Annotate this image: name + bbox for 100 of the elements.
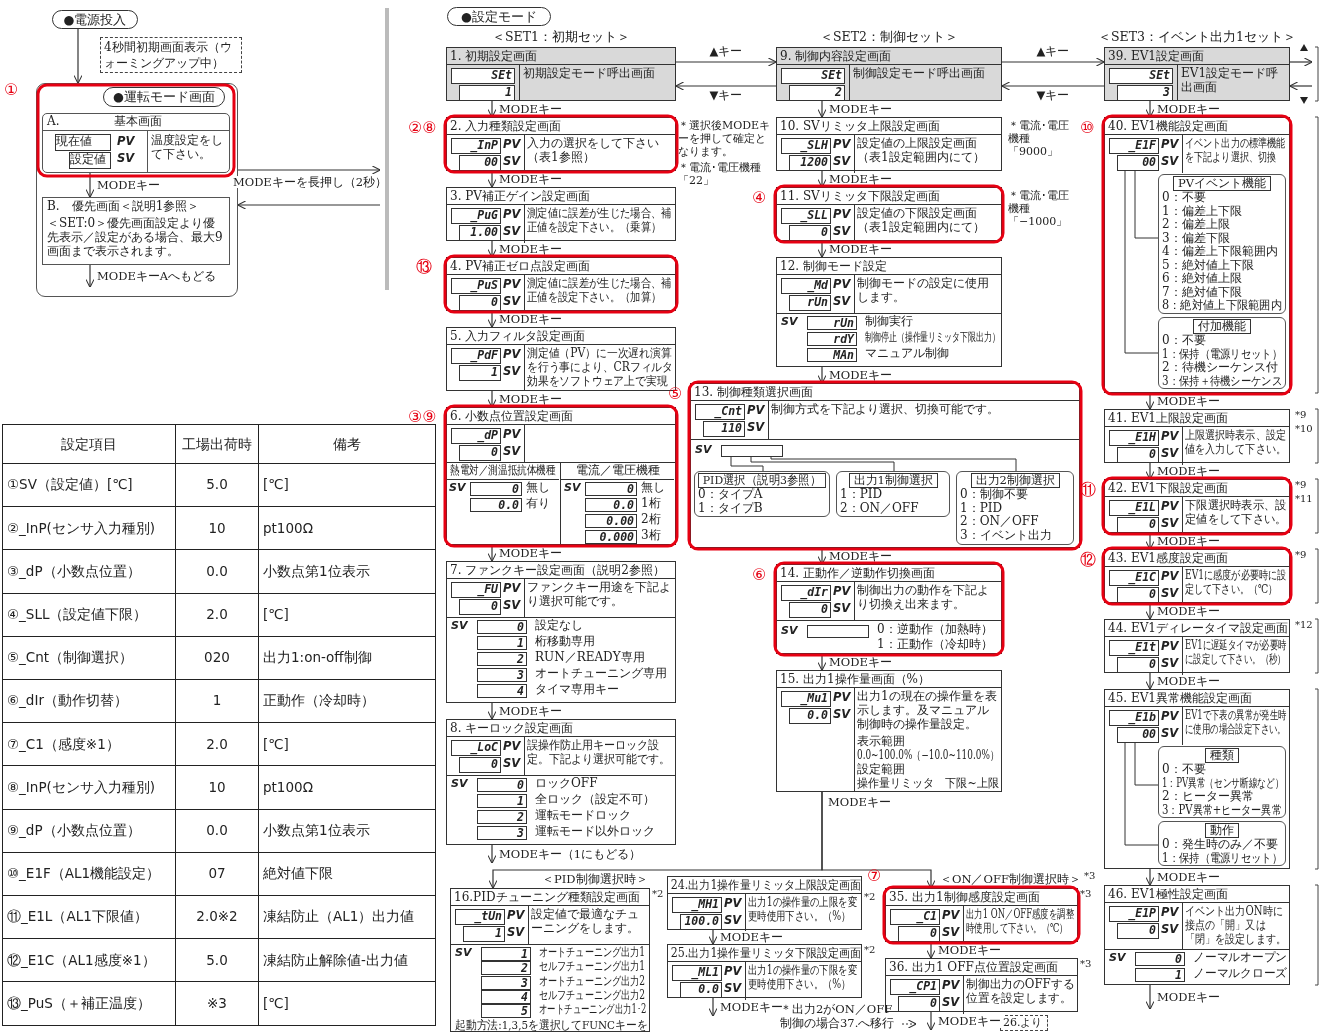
side-note: ＊電流･電圧機種「9000」 [1008,119,1070,159]
sv-label: SV [1161,727,1180,742]
option-code: 4 [477,684,527,698]
sv-label: SV [781,316,799,330]
screen-description: 制御出力の動作を下記より切換え出来ます。 [857,584,990,613]
option-group [1158,821,1286,866]
option-code: 5 [481,1004,531,1019]
pv-label: PV [507,909,526,924]
screen-title: 44. EV1ディレータイマ設定画面 [1105,620,1289,637]
table-cell: 10 [176,507,259,551]
option-label: セルフチューニング出力2 [539,988,647,1003]
option-code: 0 [1135,952,1185,966]
screen-description: 測定値（PV）に一次遅れ演算を行う事により、CRフィルタ効果をソフトウェア上で実現 [527,347,673,388]
pv-label: PV [724,965,743,980]
sv-label: SV [833,295,852,310]
option-label: 桁移動専用 [535,635,596,650]
table-cell: ③_dP（小数点位置） [3,550,176,594]
option-label: 1：正動作（冷却時） [877,638,994,653]
pv-label: PV [503,582,522,597]
display-code: _E1L [1109,500,1159,516]
side-note: ＊選択後MODEキーを押して確定となります。 [678,119,772,159]
side-note: *2 [864,944,876,956]
option-label: 4：偏差上下限範囲内 [1162,245,1279,259]
pv-label: PV [503,278,522,293]
screen-description: 出力1 ON／OFF感度を調整時使用して下さい。（℃） [966,908,1075,937]
screen-title: 13. 制御種類選択画面 [691,384,1079,401]
table-cell: pt100Ω [259,766,435,810]
arrow [237,200,381,210]
option-label: 1：保持（電源リセット） [1162,851,1282,865]
option-label: 8：絶対値上下限範囲内 [1162,299,1282,313]
row-heading: 基本画面 [113,115,163,130]
display-code: 0 [789,225,831,241]
table-cell: 小数点第1位表示 [259,809,435,853]
display-code: _InP [451,138,501,154]
display-code: SEt [451,68,515,84]
sv-label: SV [1161,587,1180,602]
pv-label: PV [1161,710,1180,725]
set-heading: ＜SET3：イベント出力1セット＞ [1098,29,1296,44]
table-cell: [℃] [259,723,435,767]
group-heading: 種類 [1205,748,1239,763]
option-label: 1：PV異常（センサ断線など） [1162,776,1282,790]
screen-description: 初期設定モード呼出画面 [523,67,656,82]
option-label: 無し [526,481,551,496]
set-heading: ＜SET1：初期セット＞ [492,29,630,44]
side-note: *11 [1295,493,1313,505]
set-heading: ＜SET2：制御セット＞ [820,29,958,44]
side-note: *3 [1080,958,1092,970]
option-label: セルフチューニング出力1 [539,960,647,975]
screen-description: 出力1の操作量の下限を変更時使用下さい。（%） [748,964,858,993]
table-cell: ⑫_E1C（AL1感度※1） [3,939,176,983]
screen-title: 39. EV1設定画面 [1105,48,1289,65]
option-label: 0：不要 [1162,334,1207,348]
display-code: _PdF [451,348,501,364]
option-label: 2：ヒーター異常 [1162,790,1255,804]
sv-label: SV [503,155,522,170]
pv-label: PV [833,278,852,293]
table-cell: 凍結防止（AL1）出力値 [259,896,435,940]
option-group [694,471,830,517]
option-code: 3 [477,826,527,840]
sv-label: SV [503,445,522,460]
option-label: 1：PID [960,501,1004,515]
screen-box [776,117,1002,171]
display-code: _CP1 [890,979,940,995]
screen-title: 46. EV1極性設定画面 [1105,886,1289,903]
screen-description: 制御設定モード呼出画面 [853,67,986,82]
option-label: 1：タイプB [698,501,764,515]
sv-label: SV [833,602,852,617]
display-code: 1 [459,365,501,381]
screen-description: 設定値で最適なチューニングをします。 [531,908,640,937]
display-code: _MH1 [672,897,722,913]
pv-label: PV [942,979,961,994]
side-note: *3 [1080,888,1092,900]
option-column [561,462,676,544]
pv-label: PV [1161,570,1180,585]
screen-title: 8. キーロック設定画面 [447,720,675,737]
side-note: ＊電流･電圧機種「−1000」 [1008,189,1070,229]
table-cell: ②_InP(センサ入力種別) [3,507,176,551]
display-code: 3 [1117,85,1173,101]
edge-label: MODEキー [1155,103,1222,115]
column-heading: 熱電対／測温抵抗体機種 [450,463,555,479]
option-code: 0 [470,482,522,496]
callout-number: ⑩ [1080,119,1095,137]
arrow [1145,100,1155,118]
table-cell: [℃] [259,982,435,1026]
option-label: 2：ON／OFF [960,515,1040,529]
arrow [817,100,827,118]
option-group [1158,174,1286,314]
display-code: _E1b [1109,710,1159,726]
display-code: _tUn [455,909,505,925]
display-code: 0 [459,295,501,311]
option-group [836,471,950,517]
option-label: 1：PID [840,488,884,502]
sv-label: SV [1161,155,1180,170]
screen-title: 11. SVリミッタ下限設定画面 [777,188,1001,205]
option-label: 運転モード以外ロック [535,825,656,840]
screen-title: 4. PV補正ゼロ点設定画面 [447,258,675,275]
range-text: 0.0~100.0%（−10.0~110.0%） [857,748,999,762]
display-code: 0 [1117,923,1159,939]
table-cell: ⑬_PuS（＋補正温度） [3,982,176,1026]
option-label: 7：絶対値下限 [1162,285,1243,299]
